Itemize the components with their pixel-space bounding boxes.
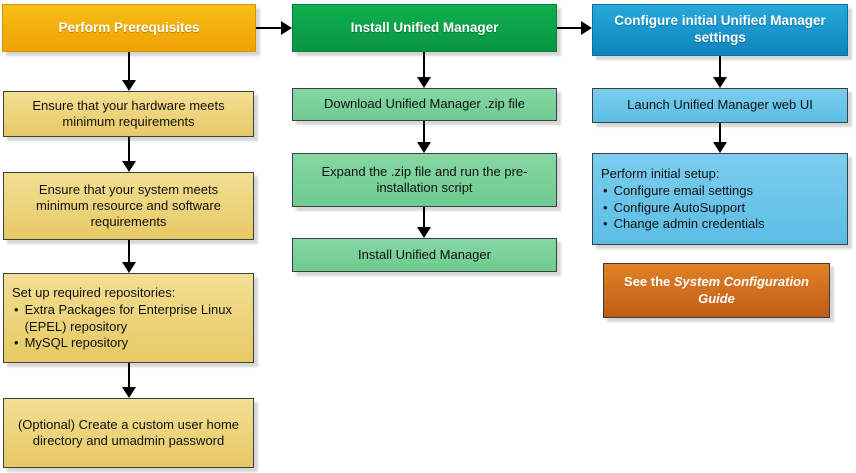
note-text: See the System Configuration Guide xyxy=(614,274,819,307)
header-perform-prerequisites: Perform Prerequisites xyxy=(2,4,256,52)
header-configure-initial-settings: Configure initial Unified Manager settin… xyxy=(592,4,848,56)
arrow-down xyxy=(417,52,431,88)
list-item-label: Extra Packages for Enterprise Linux (EPE… xyxy=(24,302,232,334)
step-title: Perform initial setup: xyxy=(601,166,720,181)
step-install-unified-manager: Install Unified Manager xyxy=(292,238,557,272)
list-item: • Extra Packages for Enterprise Linux (E… xyxy=(12,302,245,335)
step-system-requirements: Ensure that your system meets minimum re… xyxy=(3,172,254,240)
header-install-unified-manager: Install Unified Manager xyxy=(292,4,557,52)
list-item-label: Configure email settings xyxy=(613,183,754,199)
arrow-down xyxy=(713,123,727,153)
bullet-dot: • xyxy=(603,215,608,231)
list-item: • Configure email settings xyxy=(601,183,839,199)
step-launch-web-ui: Launch Unified Manager web UI xyxy=(592,88,848,123)
bullet-dot: • xyxy=(14,334,19,350)
arrow-down xyxy=(122,363,136,398)
note-prefix: See the xyxy=(624,274,674,290)
arrow-right xyxy=(256,21,292,35)
bullet-dot: • xyxy=(603,183,608,199)
bullet-dot: • xyxy=(603,199,608,215)
arrow-down xyxy=(122,240,136,273)
arrow-down xyxy=(417,207,431,238)
step-setup-repositories: Set up required repositories: • Extra Pa… xyxy=(3,273,254,363)
list-item-label: Change admin credentials xyxy=(613,215,765,231)
list-item: • Configure AutoSupport xyxy=(601,200,839,216)
list-item-label: Configure AutoSupport xyxy=(613,199,746,215)
arrow-down xyxy=(713,56,727,88)
bullet-dot: • xyxy=(14,302,19,318)
step-expand-zip-run-script: Expand the .zip file and run the pre-ins… xyxy=(292,153,557,207)
note-reference-title: System Configuration Guide xyxy=(673,274,809,306)
step-perform-initial-setup: Perform initial setup: • Configure email… xyxy=(592,153,848,245)
arrow-down xyxy=(417,121,431,153)
arrow-down xyxy=(122,52,136,91)
list-item: • MySQL repository xyxy=(12,335,245,351)
step-title: Set up required repositories: xyxy=(12,285,176,300)
step-download-zip: Download Unified Manager .zip file xyxy=(292,88,557,121)
note-system-configuration-guide: See the System Configuration Guide xyxy=(603,263,830,318)
arrow-right xyxy=(557,21,592,35)
step-custom-home-directory: (Optional) Create a custom user home dir… xyxy=(3,398,254,468)
list-item: • Change admin credentials xyxy=(601,216,839,232)
list-item-label: MySQL repository xyxy=(24,334,129,350)
step-hardware-requirements: Ensure that your hardware meets minimum … xyxy=(3,91,254,137)
arrow-down xyxy=(122,137,136,172)
